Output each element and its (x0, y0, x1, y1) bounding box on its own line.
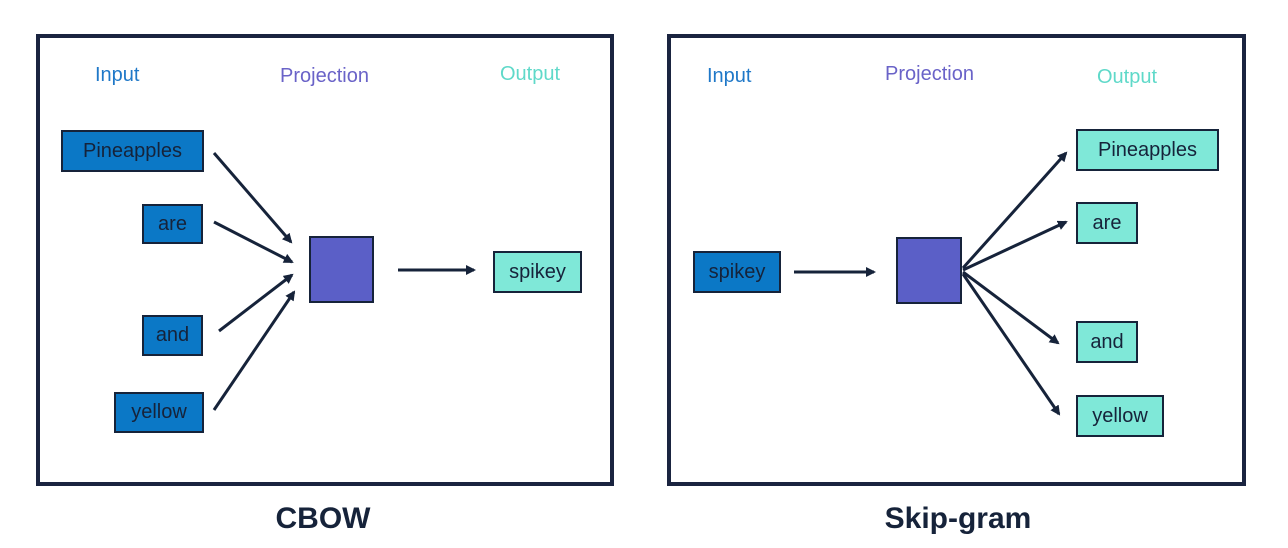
skipgram-input-word-spikey: spikey (693, 251, 781, 293)
cbow-input-word-and: and (142, 315, 203, 356)
skipgram-output-word-yellow: yellow (1076, 395, 1164, 437)
cbow-projection-heading: Projection (280, 65, 369, 87)
cbow-output-heading: Output (500, 63, 561, 85)
skipgram-output-word-are: are (1076, 202, 1138, 244)
skipgram-projection-heading: Projection (885, 63, 974, 85)
cbow-output-word-spikey: spikey (493, 251, 582, 293)
skipgram-projection-layer (896, 237, 962, 304)
skipgram-output-word-pineapples: Pineapples (1076, 129, 1219, 171)
skipgram-caption: Skip-gram (884, 502, 1032, 535)
cbow-input-word-are: are (142, 204, 203, 244)
skipgram-output-word-and: and (1076, 321, 1138, 363)
skipgram-input-heading: Input (707, 65, 752, 87)
cbow-input-word-yellow: yellow (114, 392, 204, 433)
cbow-caption: CBOW (275, 502, 371, 535)
cbow-projection-layer (309, 236, 374, 303)
cbow-input-heading: Input (95, 64, 140, 86)
cbow-input-word-pineapples: Pineapples (61, 130, 204, 172)
skipgram-output-heading: Output (1097, 66, 1158, 88)
